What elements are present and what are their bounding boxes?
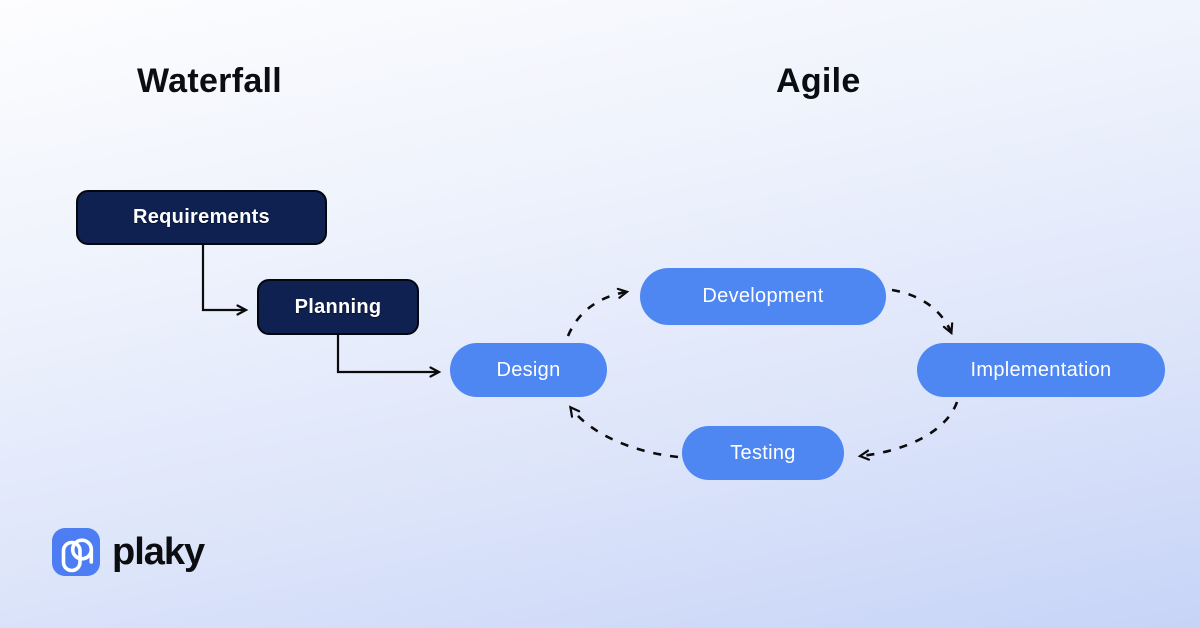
plaky-logo-icon [52, 528, 100, 576]
arrow-requirements-to-planning [201, 245, 249, 316]
arrow-design-to-development [566, 287, 630, 337]
brand-wordmark: plaky [112, 530, 205, 573]
waterfall-heading: Waterfall [137, 62, 283, 100]
node-testing: Testing [682, 426, 844, 480]
node-requirements: Requirements [76, 190, 327, 245]
node-planning: Planning [257, 279, 419, 335]
node-implementation: Implementation [917, 343, 1165, 397]
brand-lockup: plaky [52, 528, 205, 576]
arrow-development-to-implementation [891, 288, 954, 336]
node-development: Development [640, 268, 886, 325]
arrow-planning-to-design [336, 335, 442, 378]
agile-heading: Agile [776, 62, 861, 100]
arrow-testing-to-design [568, 405, 679, 459]
node-design: Design [450, 343, 607, 397]
arrow-implementation-to-testing [857, 401, 959, 461]
